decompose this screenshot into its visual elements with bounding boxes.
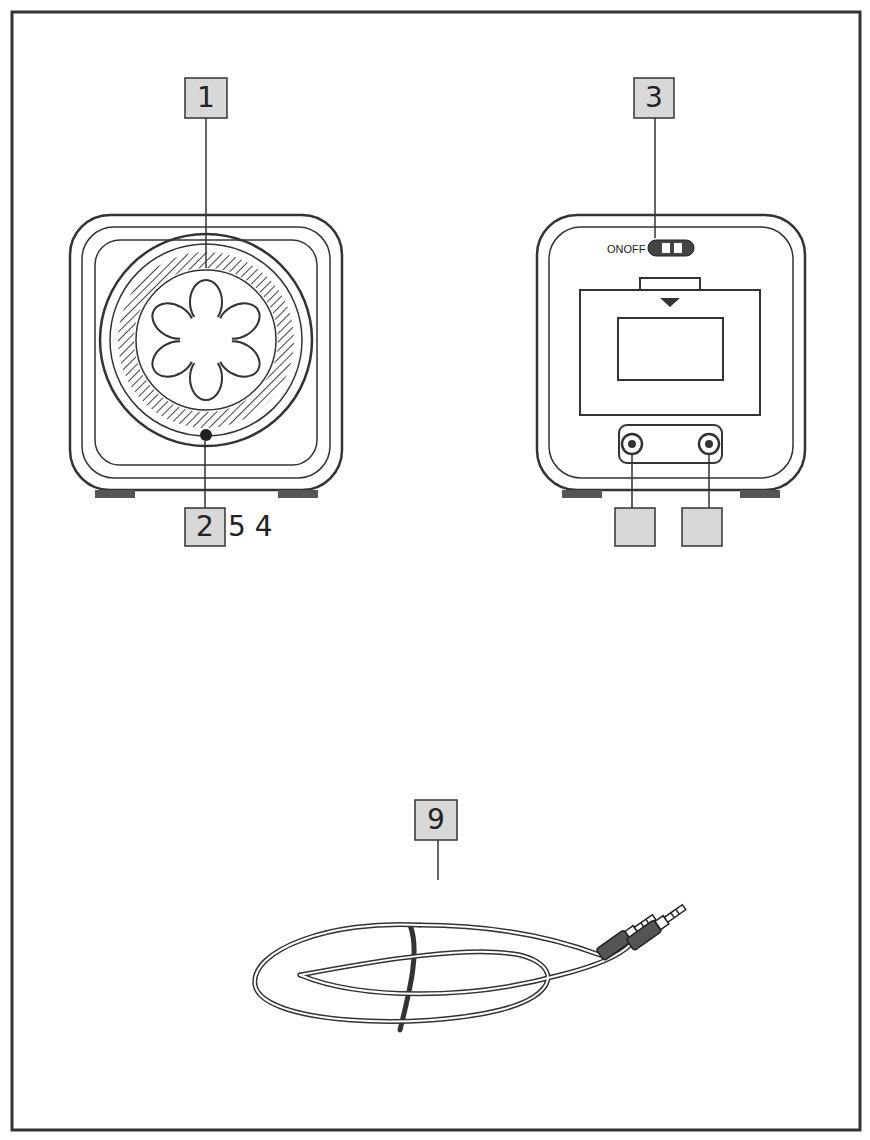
callout-number: 5 4 (228, 513, 273, 541)
callout-number: 9 (427, 806, 445, 834)
callout-number: 1 (197, 84, 215, 112)
switch-label: ONOFF (606, 244, 647, 255)
callout-number: 2 (196, 513, 214, 541)
callout-number: 3 (645, 84, 663, 112)
